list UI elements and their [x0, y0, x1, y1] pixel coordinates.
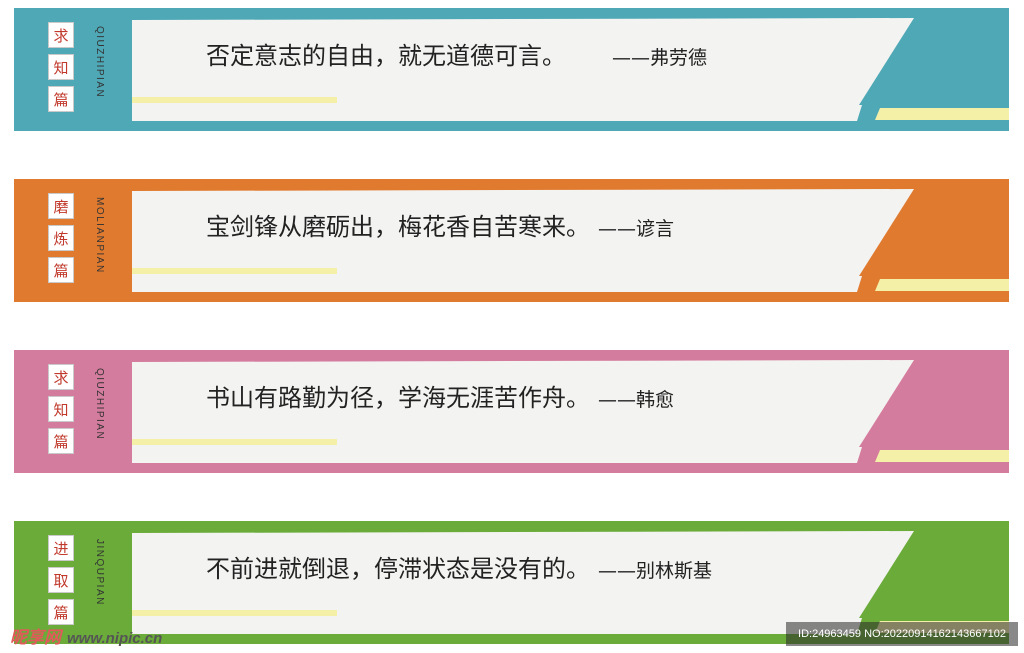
- accent-stripe: [132, 439, 337, 445]
- banner-paper: [132, 18, 914, 105]
- banner-background: [14, 179, 1009, 302]
- quote-author: ——别林斯基: [598, 560, 713, 582]
- category-char: 求: [48, 22, 74, 48]
- accent-stripe: [132, 610, 337, 616]
- banner-background: [14, 521, 1009, 644]
- accent-stripe: [875, 108, 1009, 120]
- banner-paper: [132, 531, 914, 618]
- category-char: 知: [48, 396, 74, 422]
- accent-stripe: [132, 268, 337, 274]
- site-watermark: 昵享网 www.nipic.cn: [10, 623, 162, 648]
- image-id-tag: ID:24963459 NO:20220914162143667102: [786, 622, 1018, 646]
- quote-author: ——韩愈: [598, 389, 675, 411]
- quote-line: 不前进就倒退，停滞状态是没有的。 ——别林斯基: [206, 549, 712, 584]
- banner-background: [14, 8, 1009, 131]
- accent-stripe: [875, 450, 1009, 462]
- category-char: 篇: [48, 428, 74, 454]
- category-char: 知: [48, 54, 74, 80]
- accent-stripe: [132, 97, 337, 103]
- quote-line: 书山有路勤为径，学海无涯苦作舟。 ——韩愈: [206, 378, 674, 413]
- quote-text: 宝剑锋从磨砺出，梅花香自苦寒来。: [206, 213, 590, 241]
- banner-paper: [132, 360, 914, 447]
- category-char: 篇: [48, 257, 74, 283]
- category-char: 篇: [48, 599, 74, 625]
- category-pinyin: QIUZHIPIAN: [94, 368, 105, 441]
- banner-background: [14, 350, 1009, 473]
- quote-text: 书山有路勤为径，学海无涯苦作舟。: [206, 384, 590, 412]
- watermark-url: www.nipic.cn: [67, 630, 163, 647]
- quote-text: 不前进就倒退，停滞状态是没有的。: [206, 555, 590, 583]
- quote-author: ——弗劳德: [612, 47, 708, 69]
- category-badges: 求 知 篇: [48, 22, 76, 118]
- category-char: 取: [48, 567, 74, 593]
- quote-banner: 求 知 篇 QIUZHIPIAN 否定意志的自由，就无道德可言。 ——弗劳德: [14, 8, 1009, 131]
- quote-author: ——谚言: [598, 218, 675, 240]
- category-pinyin: JINQUPIAN: [94, 539, 105, 606]
- banner-paper: [132, 189, 914, 276]
- category-char: 炼: [48, 225, 74, 251]
- category-char: 磨: [48, 193, 74, 219]
- quote-line: 宝剑锋从磨砺出，梅花香自苦寒来。 ——谚言: [206, 207, 674, 242]
- category-pinyin: QIUZHIPIAN: [94, 26, 105, 99]
- watermark-brand: 昵享网: [10, 628, 61, 647]
- quote-line: 否定意志的自由，就无道德可言。 ——弗劳德: [206, 36, 707, 71]
- quote-banner: 进 取 篇 JINQUPIAN 不前进就倒退，停滞状态是没有的。 ——别林斯基: [14, 521, 1009, 644]
- accent-stripe: [875, 279, 1009, 291]
- quote-banner: 磨 炼 篇 MOLIANPIAN 宝剑锋从磨砺出，梅花香自苦寒来。 ——谚言: [14, 179, 1009, 302]
- quote-text: 否定意志的自由，就无道德可言。: [206, 42, 566, 70]
- category-badges: 磨 炼 篇: [48, 193, 76, 289]
- quote-banner: 求 知 篇 QIUZHIPIAN 书山有路勤为径，学海无涯苦作舟。 ——韩愈: [14, 350, 1009, 473]
- category-char: 篇: [48, 86, 74, 112]
- category-badges: 求 知 篇: [48, 364, 76, 460]
- category-char: 进: [48, 535, 74, 561]
- category-char: 求: [48, 364, 74, 390]
- category-pinyin: MOLIANPIAN: [94, 197, 105, 274]
- category-badges: 进 取 篇: [48, 535, 76, 631]
